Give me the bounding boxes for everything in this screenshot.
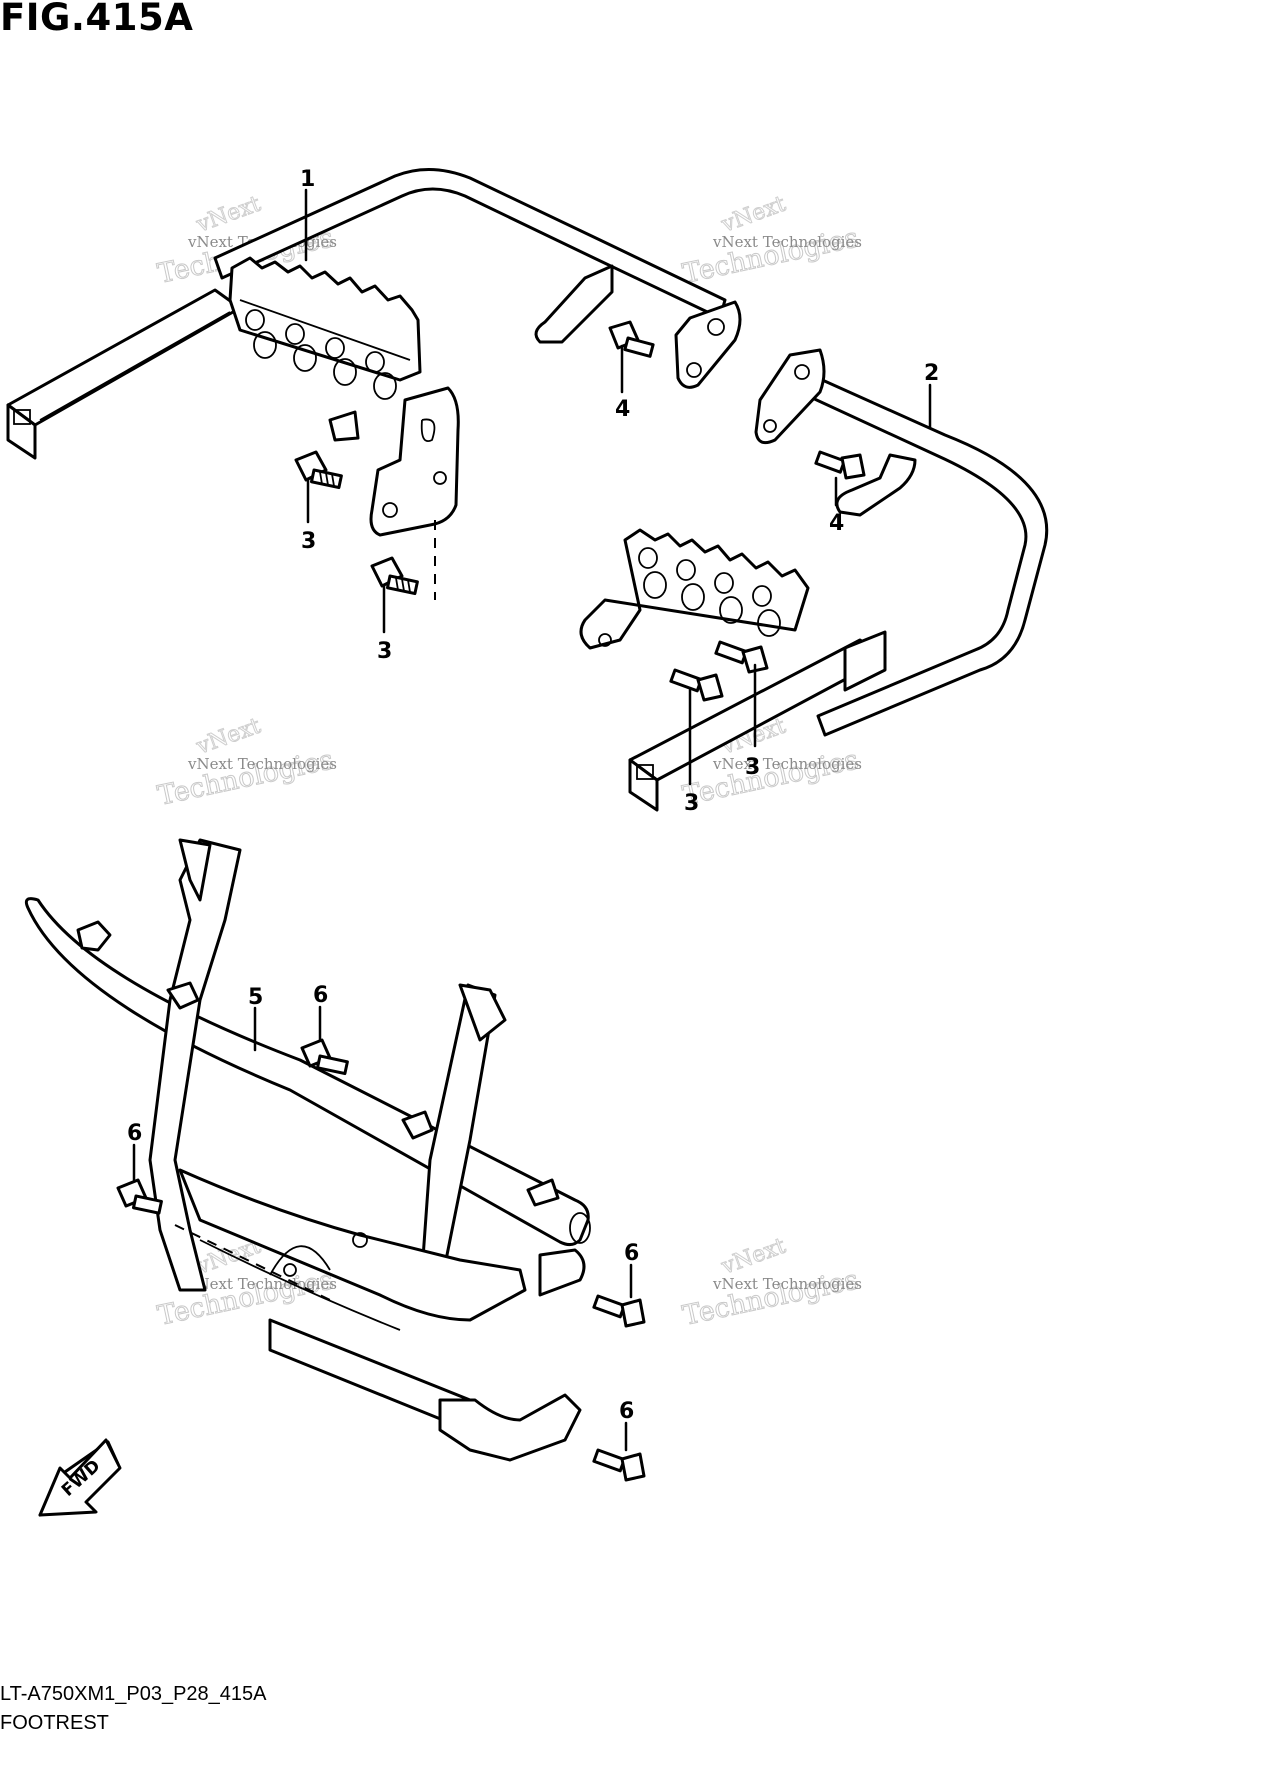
- callout-6-d: 6: [619, 1399, 634, 1424]
- watermark-bottom-right: Technologies vNext vNext Technologies: [680, 1233, 863, 1332]
- figure-title: FIG.415A: [0, 0, 194, 39]
- callout-4-b: 4: [829, 511, 844, 536]
- svg-text:vNext: vNext: [193, 192, 265, 238]
- svg-text:vNext: vNext: [718, 192, 790, 238]
- callout-5: 5: [248, 985, 263, 1010]
- svg-text:vNext Technologies: vNext Technologies: [712, 755, 862, 773]
- bolt-3-c: [669, 668, 724, 702]
- bolt-6-d: [592, 1448, 646, 1482]
- svg-text:vNext: vNext: [193, 714, 265, 760]
- bolt-3-a: [294, 450, 343, 490]
- fwd-arrow-icon: FWD: [38, 1438, 122, 1517]
- footrest-bar-left: [6, 167, 742, 600]
- figure-code: LT-A750XM1_P03_P28_415A: [0, 1683, 267, 1705]
- callout-6-b: 6: [127, 1121, 142, 1146]
- bolt-3-b: [370, 556, 419, 596]
- bolt-4-b: [814, 450, 866, 480]
- footrest-bar-right: [579, 348, 1049, 812]
- callout-4-a: 4: [615, 397, 630, 422]
- svg-text:vNext Technologies: vNext Technologies: [187, 1275, 337, 1293]
- watermark-mid-left: Technologies vNext vNext Technologies: [155, 713, 338, 812]
- bolt-6-c: [592, 1294, 646, 1328]
- bolt-3-d: [714, 640, 769, 674]
- callout-3-d: 3: [745, 755, 760, 780]
- callout-6-a: 6: [313, 983, 328, 1008]
- leader-lines: [132, 188, 932, 1452]
- figure-description: FOOTREST: [0, 1712, 109, 1734]
- callout-3-c: 3: [684, 791, 699, 816]
- svg-text:vNext Technologies: vNext Technologies: [712, 1275, 862, 1293]
- callout-6-c: 6: [624, 1241, 639, 1266]
- watermark-top-right: Technologies vNext vNext Technologies: [680, 191, 863, 290]
- svg-text:vNext Technologies: vNext Technologies: [712, 233, 862, 251]
- callout-2: 2: [924, 361, 939, 386]
- callout-3-b: 3: [377, 639, 392, 664]
- svg-text:vNext: vNext: [718, 1234, 790, 1280]
- callout-1: 1: [300, 167, 315, 192]
- front-guard: [24, 838, 591, 1462]
- bolt-6-b: [116, 1178, 163, 1215]
- bolt-6-a: [300, 1038, 349, 1076]
- bolt-4-a: [608, 320, 655, 358]
- callout-3-a: 3: [301, 529, 316, 554]
- svg-text:vNext Technologies: vNext Technologies: [187, 755, 337, 773]
